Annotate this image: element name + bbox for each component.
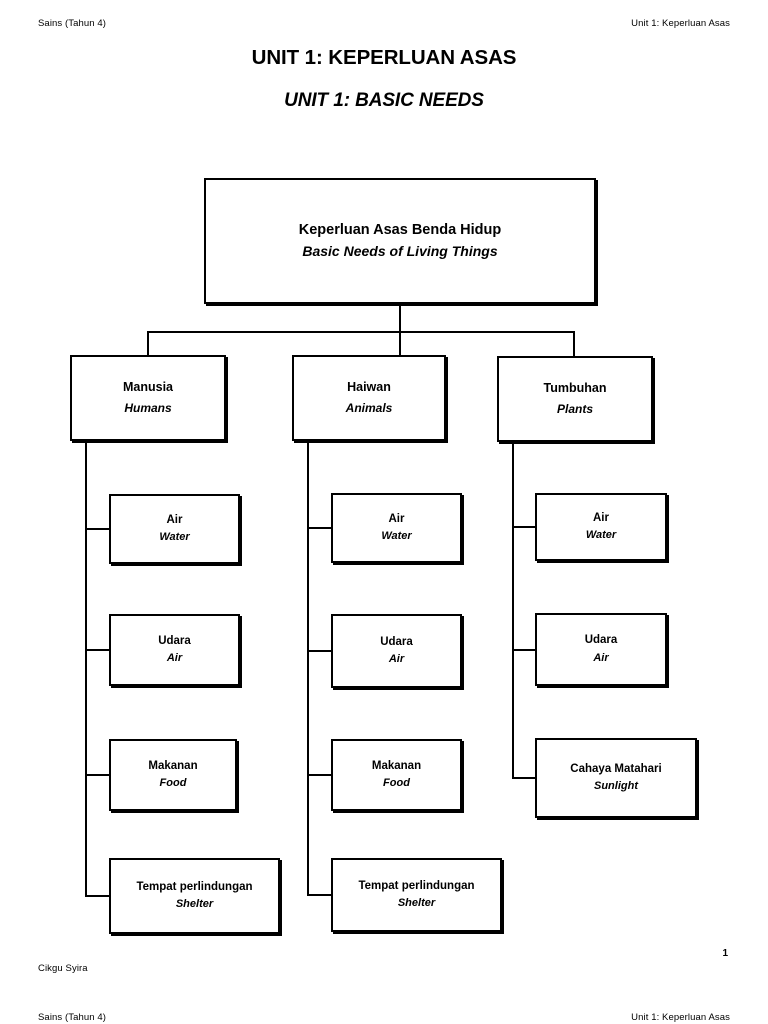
node-leaf-label-ms: Udara [158, 634, 191, 647]
connector-stub-1-0 [307, 527, 333, 529]
header-right-text: Unit 1: Keperluan Asas [631, 18, 730, 29]
node-leaf-label-en: Water [159, 531, 190, 544]
node-root: Keperluan Asas Benda Hidup Basic Needs o… [204, 178, 596, 304]
header-left-text: Sains (Tahun 4) [38, 18, 107, 29]
node-leaf-label-ms: Udara [380, 635, 413, 648]
node-leaf-label-en: Sunlight [594, 780, 638, 793]
footer-right-text: Unit 1: Keperluan Asas [631, 1012, 730, 1023]
node-leaf-label-en: Air [388, 653, 405, 666]
connector-stub-1-1 [307, 650, 333, 652]
node-leaf: Air Water [535, 493, 667, 561]
node-category-tumbuhan-label-ms: Tumbuhan [543, 381, 607, 396]
connector-stub-0-3 [85, 895, 111, 897]
node-leaf: Udara Air [535, 613, 667, 686]
node-leaf: Udara Air [331, 614, 462, 688]
node-leaf-label-ms: Air [593, 511, 609, 524]
connector-root-drop-2 [573, 331, 575, 357]
node-leaf-label-ms: Makanan [371, 759, 422, 772]
node-category-haiwan: Haiwan Animals [292, 355, 446, 441]
connector-root-stem [399, 303, 401, 333]
node-root-label-en: Basic Needs of Living Things [302, 243, 498, 260]
connector-trunk-2 [512, 440, 514, 778]
node-leaf: Udara Air [109, 614, 240, 686]
node-root-label-ms: Keperluan Asas Benda Hidup [298, 222, 502, 239]
node-leaf-label-ms: Makanan [148, 759, 198, 772]
node-category-haiwan-label-en: Animals [345, 400, 393, 415]
connector-stub-1-2 [307, 774, 333, 776]
page-number: 1 [722, 948, 728, 959]
node-leaf: Air Water [331, 493, 462, 563]
node-leaf-label-en: Food [383, 777, 410, 790]
node-leaf-label-ms: Udara [584, 634, 618, 647]
connector-stub-2-1 [512, 649, 537, 651]
page-title: UNIT 1: KEPERLUAN ASAS [251, 46, 517, 69]
node-leaf: Cahaya Matahari Sunlight [535, 738, 697, 818]
node-leaf-label-en: Shelter [175, 898, 214, 911]
node-category-tumbuhan: Tumbuhan Plants [497, 356, 653, 442]
node-leaf-label-en: Air [593, 651, 609, 664]
node-leaf-label-ms: Tempat perlindungan [136, 880, 253, 893]
node-category-manusia-label-en: Humans [124, 400, 172, 415]
connector-trunk-1 [307, 441, 309, 895]
node-leaf-label-en: Shelter [397, 897, 436, 910]
connector-stub-2-0 [512, 526, 537, 528]
node-leaf-label-ms: Air [388, 512, 405, 525]
connector-stub-1-3 [307, 894, 333, 896]
connector-stub-0-1 [85, 649, 111, 651]
node-category-tumbuhan-label-en: Plants [556, 401, 593, 416]
node-category-manusia-label-ms: Manusia [122, 380, 173, 395]
footer-left-text: Sains (Tahun 4) [38, 1012, 107, 1023]
node-category-manusia: Manusia Humans [70, 355, 226, 441]
connector-root-drop-1 [399, 331, 401, 357]
node-leaf: Makanan Food [331, 739, 462, 811]
node-leaf-label-ms: Tempat perlindungan [358, 879, 475, 892]
connector-root-drop-0 [147, 331, 149, 357]
connector-root-bar [147, 331, 575, 333]
node-leaf: Tempat perlindungan Shelter [109, 858, 280, 934]
node-leaf-label-en: Food [159, 777, 187, 790]
page-subtitle: UNIT 1: BASIC NEEDS [284, 90, 484, 111]
node-leaf-label-en: Water [381, 530, 412, 543]
node-leaf-label-ms: Cahaya Matahari [570, 762, 662, 775]
node-leaf: Tempat perlindungan Shelter [331, 858, 502, 932]
connector-stub-2-2 [512, 777, 537, 779]
node-leaf: Makanan Food [109, 739, 237, 811]
node-leaf-label-en: Water [585, 529, 617, 542]
footer-author-text: Cikgu Syira [38, 963, 88, 974]
connector-trunk-0 [85, 441, 87, 896]
connector-stub-0-0 [85, 528, 111, 530]
connector-stub-0-2 [85, 774, 111, 776]
node-leaf: Air Water [109, 494, 240, 564]
node-leaf-label-ms: Air [166, 513, 183, 526]
node-category-haiwan-label-ms: Haiwan [347, 380, 391, 395]
node-leaf-label-en: Air [166, 652, 183, 665]
